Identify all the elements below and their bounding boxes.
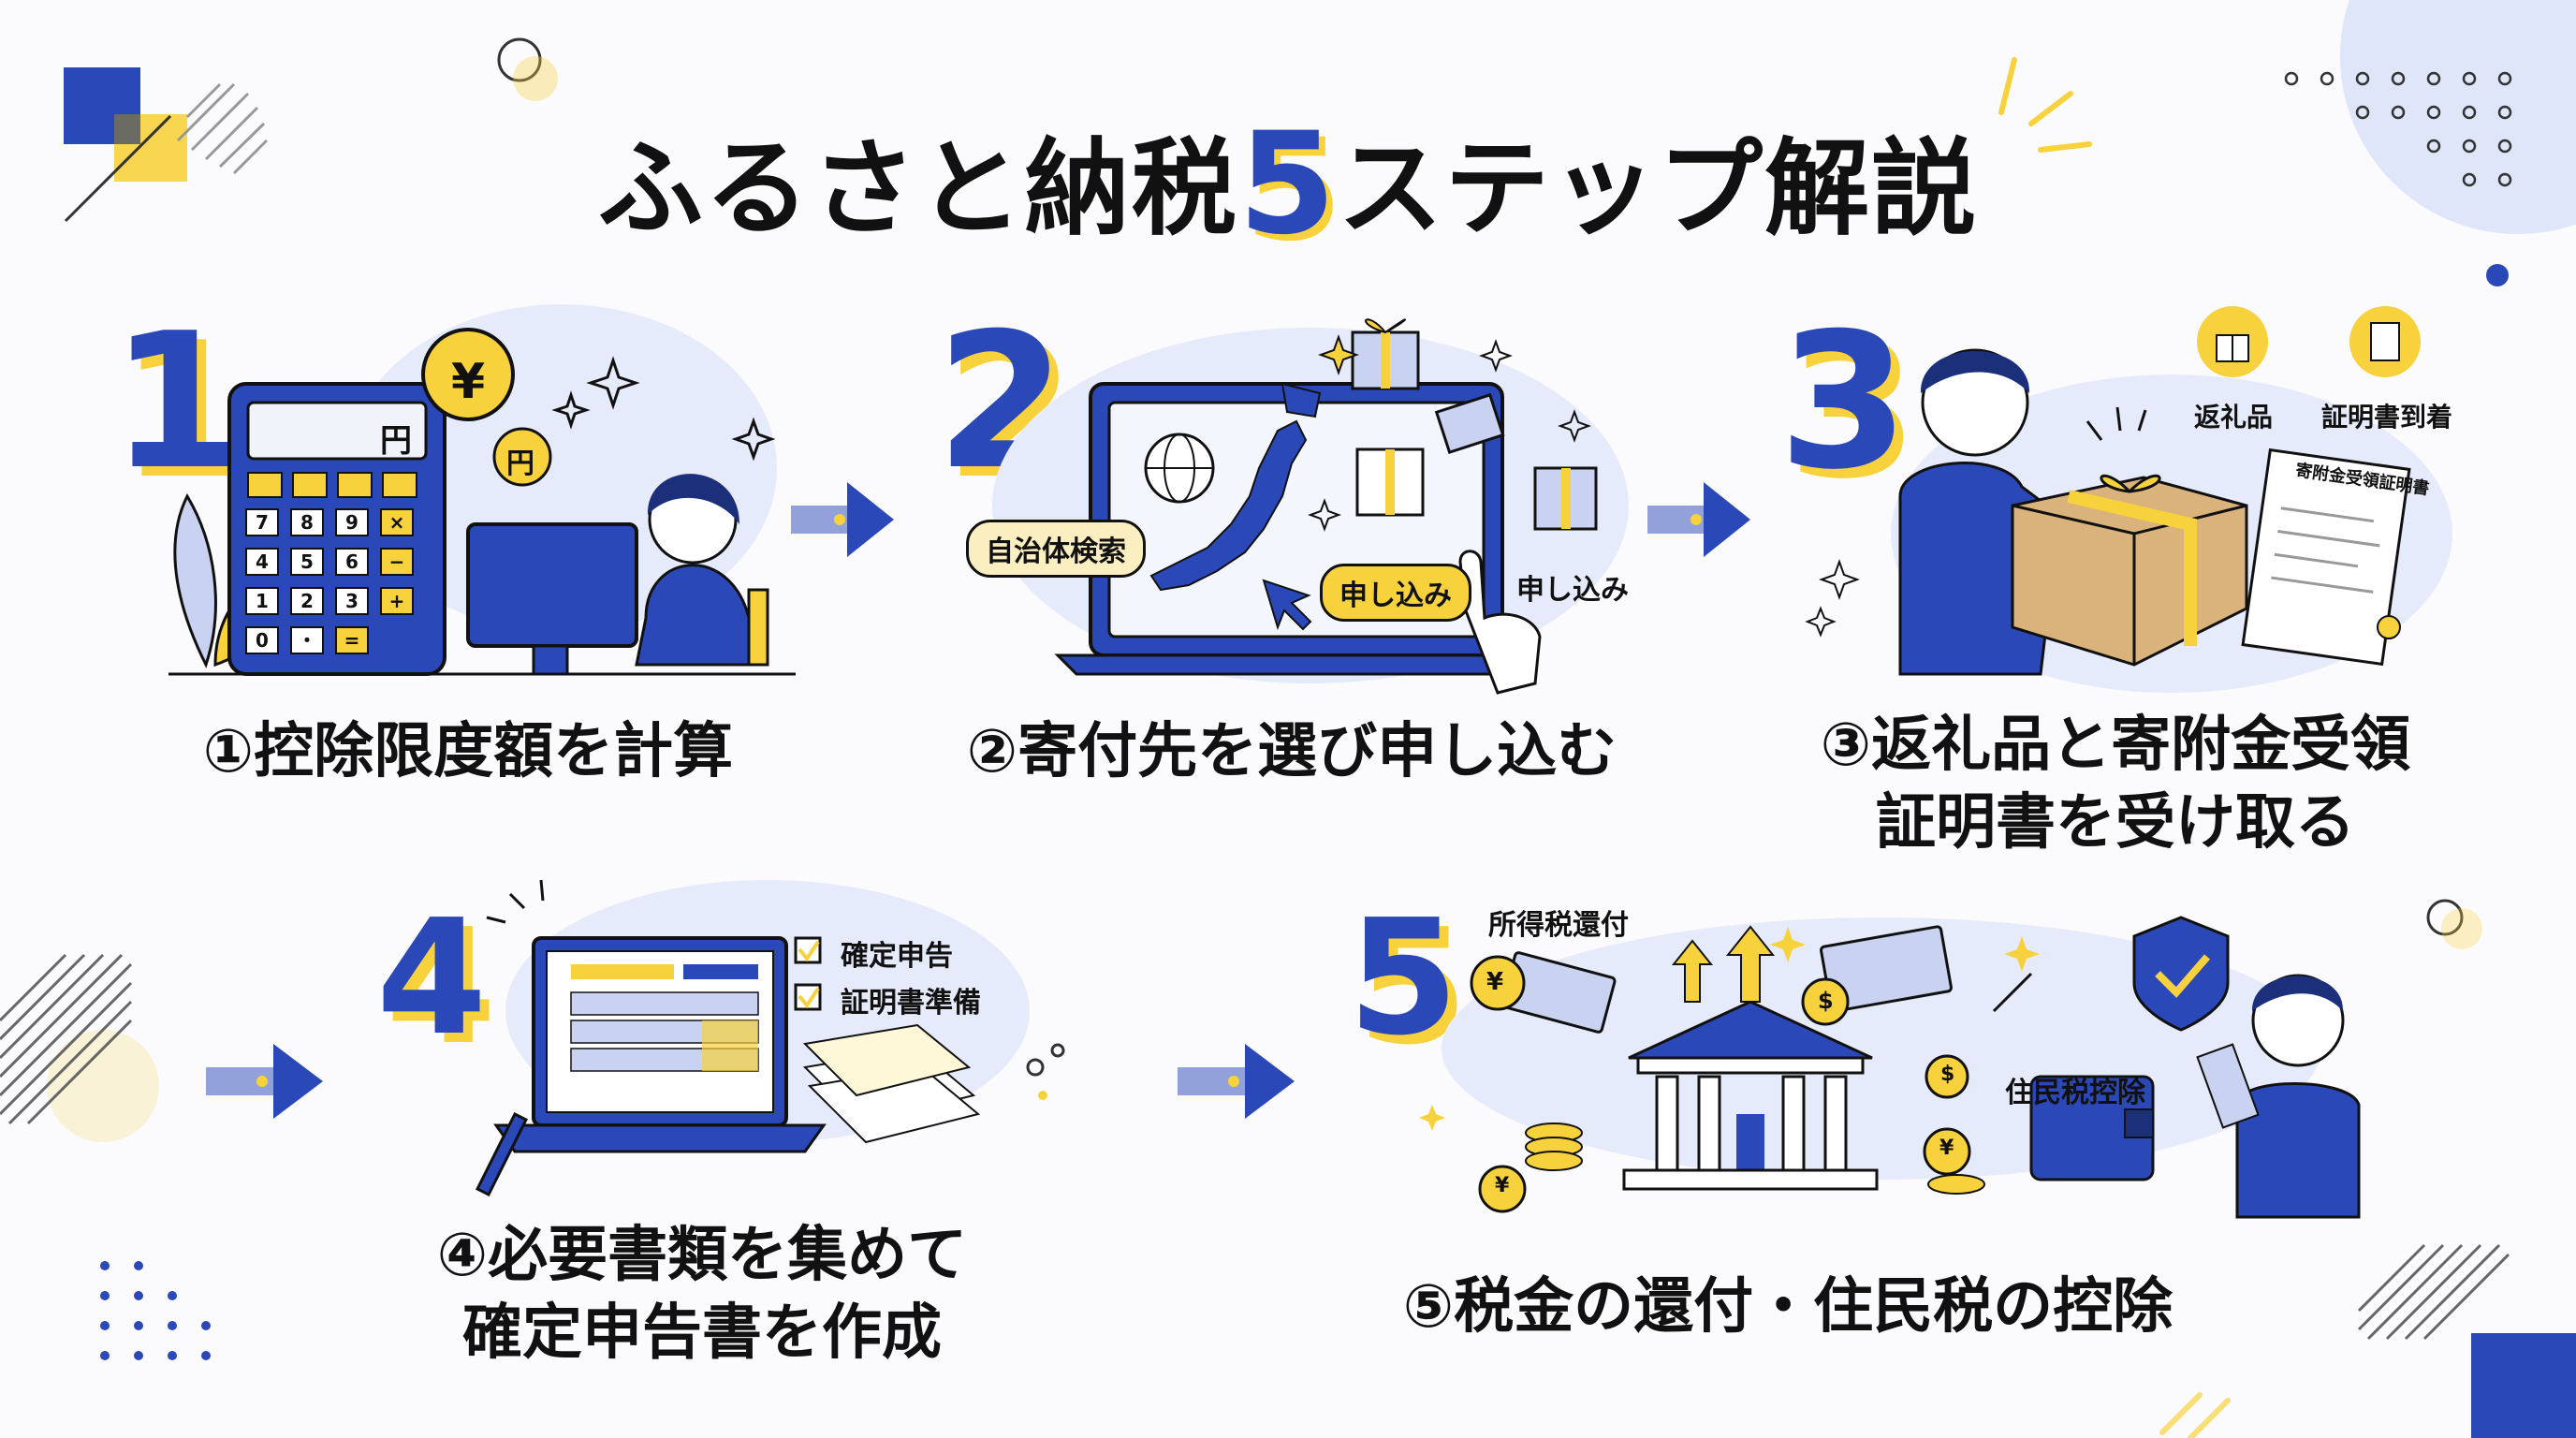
step-caption: ④必要書類を集めて 確定申告書を作成 [365, 1217, 1039, 1372]
flow-arrow-1-2 [791, 482, 894, 557]
yen-coin-icon [421, 328, 552, 487]
title-number: 5 [1237, 103, 1339, 266]
yen-coin-symbol: ¥ [451, 354, 486, 410]
step-caption-line: ②寄付先を選び申し込む [966, 717, 1617, 786]
flow-arrow-3-4 [206, 1044, 323, 1119]
step-caption-line: ④必要書類を集めて [436, 1221, 968, 1290]
calculator-key: 1 [245, 587, 279, 615]
apply-button: 申し込み [1320, 564, 1471, 622]
woman-at-desk-icon [635, 474, 769, 667]
step-5-illustration [1419, 916, 2361, 1219]
step-caption-line: 確定申告書を作成 [462, 1299, 942, 1369]
step-2-illustration [992, 318, 1629, 695]
japan-map-icon [1149, 382, 1322, 592]
globe-icon [1144, 433, 1215, 504]
shield-check-icon [2132, 916, 2230, 1032]
document-badge-icon [2349, 306, 2421, 377]
laptop-spreadsheet-icon [493, 936, 827, 1153]
title-text-after: ステップ解説 [1338, 128, 1979, 250]
gift-box-icon [2011, 474, 2248, 667]
step-caption: ②寄付先を選び申し込む [936, 713, 1647, 791]
wallet-icon [2029, 1075, 2155, 1181]
bank-icon [1622, 1000, 1879, 1191]
step-caption-line: 証明書を受け取る [1876, 788, 2355, 858]
step-caption-line: ③返礼品と寄附金受領 [1820, 711, 2411, 780]
pen-icon [475, 1111, 529, 1197]
checkbox-icon [794, 936, 822, 1011]
pointing-hand-icon [1458, 550, 1542, 695]
yen-coin-small-label: 円 [506, 448, 534, 480]
income-tax-refund-label: 所得税還付 [1488, 909, 1629, 942]
gift-badge-label: 返礼品 [2194, 402, 2274, 433]
calculator-key: ・ [290, 626, 324, 654]
title-text-before: ふるさと納税 [597, 128, 1238, 250]
gift-badge-icon [2197, 306, 2268, 377]
coin-symbol: ¥ [1486, 968, 1504, 996]
flow-arrow-4-5 [1178, 1044, 1295, 1119]
coin-symbol: ¥ [1495, 1174, 1510, 1197]
cursor-icon [1262, 579, 1312, 631]
paper-stack-icon [802, 1023, 981, 1144]
man-with-cash-icon [2196, 974, 2361, 1219]
calculator-keypad: 7 8 9 × 4 5 6 − 1 2 3 + 0 ・ = [245, 508, 432, 654]
step-4-illustration [475, 879, 1030, 1197]
calculator-display: 円 [380, 422, 412, 460]
flow-arrow-2-3 [1647, 482, 1750, 557]
computer-monitor-icon [466, 522, 638, 676]
calculator-key: 0 [245, 626, 279, 654]
step-number: 1 [110, 293, 242, 511]
coin-stack-icon [1470, 955, 1985, 1213]
checklist-item: 証明書準備 [841, 987, 981, 1020]
calculator-key: = [335, 626, 369, 654]
step-caption-line: ⑤税金の還付・住民税の控除 [1402, 1272, 2174, 1342]
step-caption-line: ①控除限度額を計算 [202, 717, 734, 786]
municipality-search-pill: 自治体検索 [966, 520, 1146, 578]
step-number: 5 [1348, 886, 1459, 1071]
calculator-key: 8 [290, 508, 324, 536]
step-number: 4 [376, 886, 488, 1071]
resident-tax-deduction-label: 住民税控除 [2005, 1077, 2145, 1109]
checklist-item: 確定申告 [841, 940, 953, 973]
step-caption: ⑤税金の還付・住民税の控除 [1385, 1269, 2190, 1346]
gift-box-icon [1351, 318, 1598, 531]
calculator-key: 3 [335, 587, 369, 615]
calculator-key: 5 [290, 548, 324, 576]
calculator-key: 6 [335, 548, 369, 576]
calculator-key: 4 [245, 548, 279, 576]
coin-symbol: ¥ [1939, 1137, 1954, 1160]
calculator-key: × [380, 508, 414, 536]
apply-label: 申し込み [1516, 574, 1629, 607]
step-caption: ①控除限度額を計算 [140, 713, 796, 791]
coin-symbol: $ [1818, 988, 1834, 1014]
step-3-illustration [1805, 306, 2452, 693]
calculator-key: + [380, 587, 414, 615]
step-caption: ③返礼品と寄附金受領 証明書を受け取る [1760, 707, 2471, 862]
step-1-illustration [168, 304, 796, 676]
certificate-icon [2241, 448, 2411, 667]
calculator-key: − [380, 548, 414, 576]
calculator-key: 2 [290, 587, 324, 615]
step-number: 3 [1778, 293, 1910, 511]
page-title: ふるさと納税5ステップ解説 [0, 103, 2576, 266]
coin-symbol: $ [1940, 1063, 1955, 1086]
certificate-arrival-label: 証明書到着 [2321, 402, 2453, 433]
banknote-icon [1500, 925, 1953, 1034]
up-arrow-icon [1671, 925, 2033, 1013]
calculator-key: 7 [245, 508, 279, 536]
calculator-key: 9 [335, 508, 369, 536]
